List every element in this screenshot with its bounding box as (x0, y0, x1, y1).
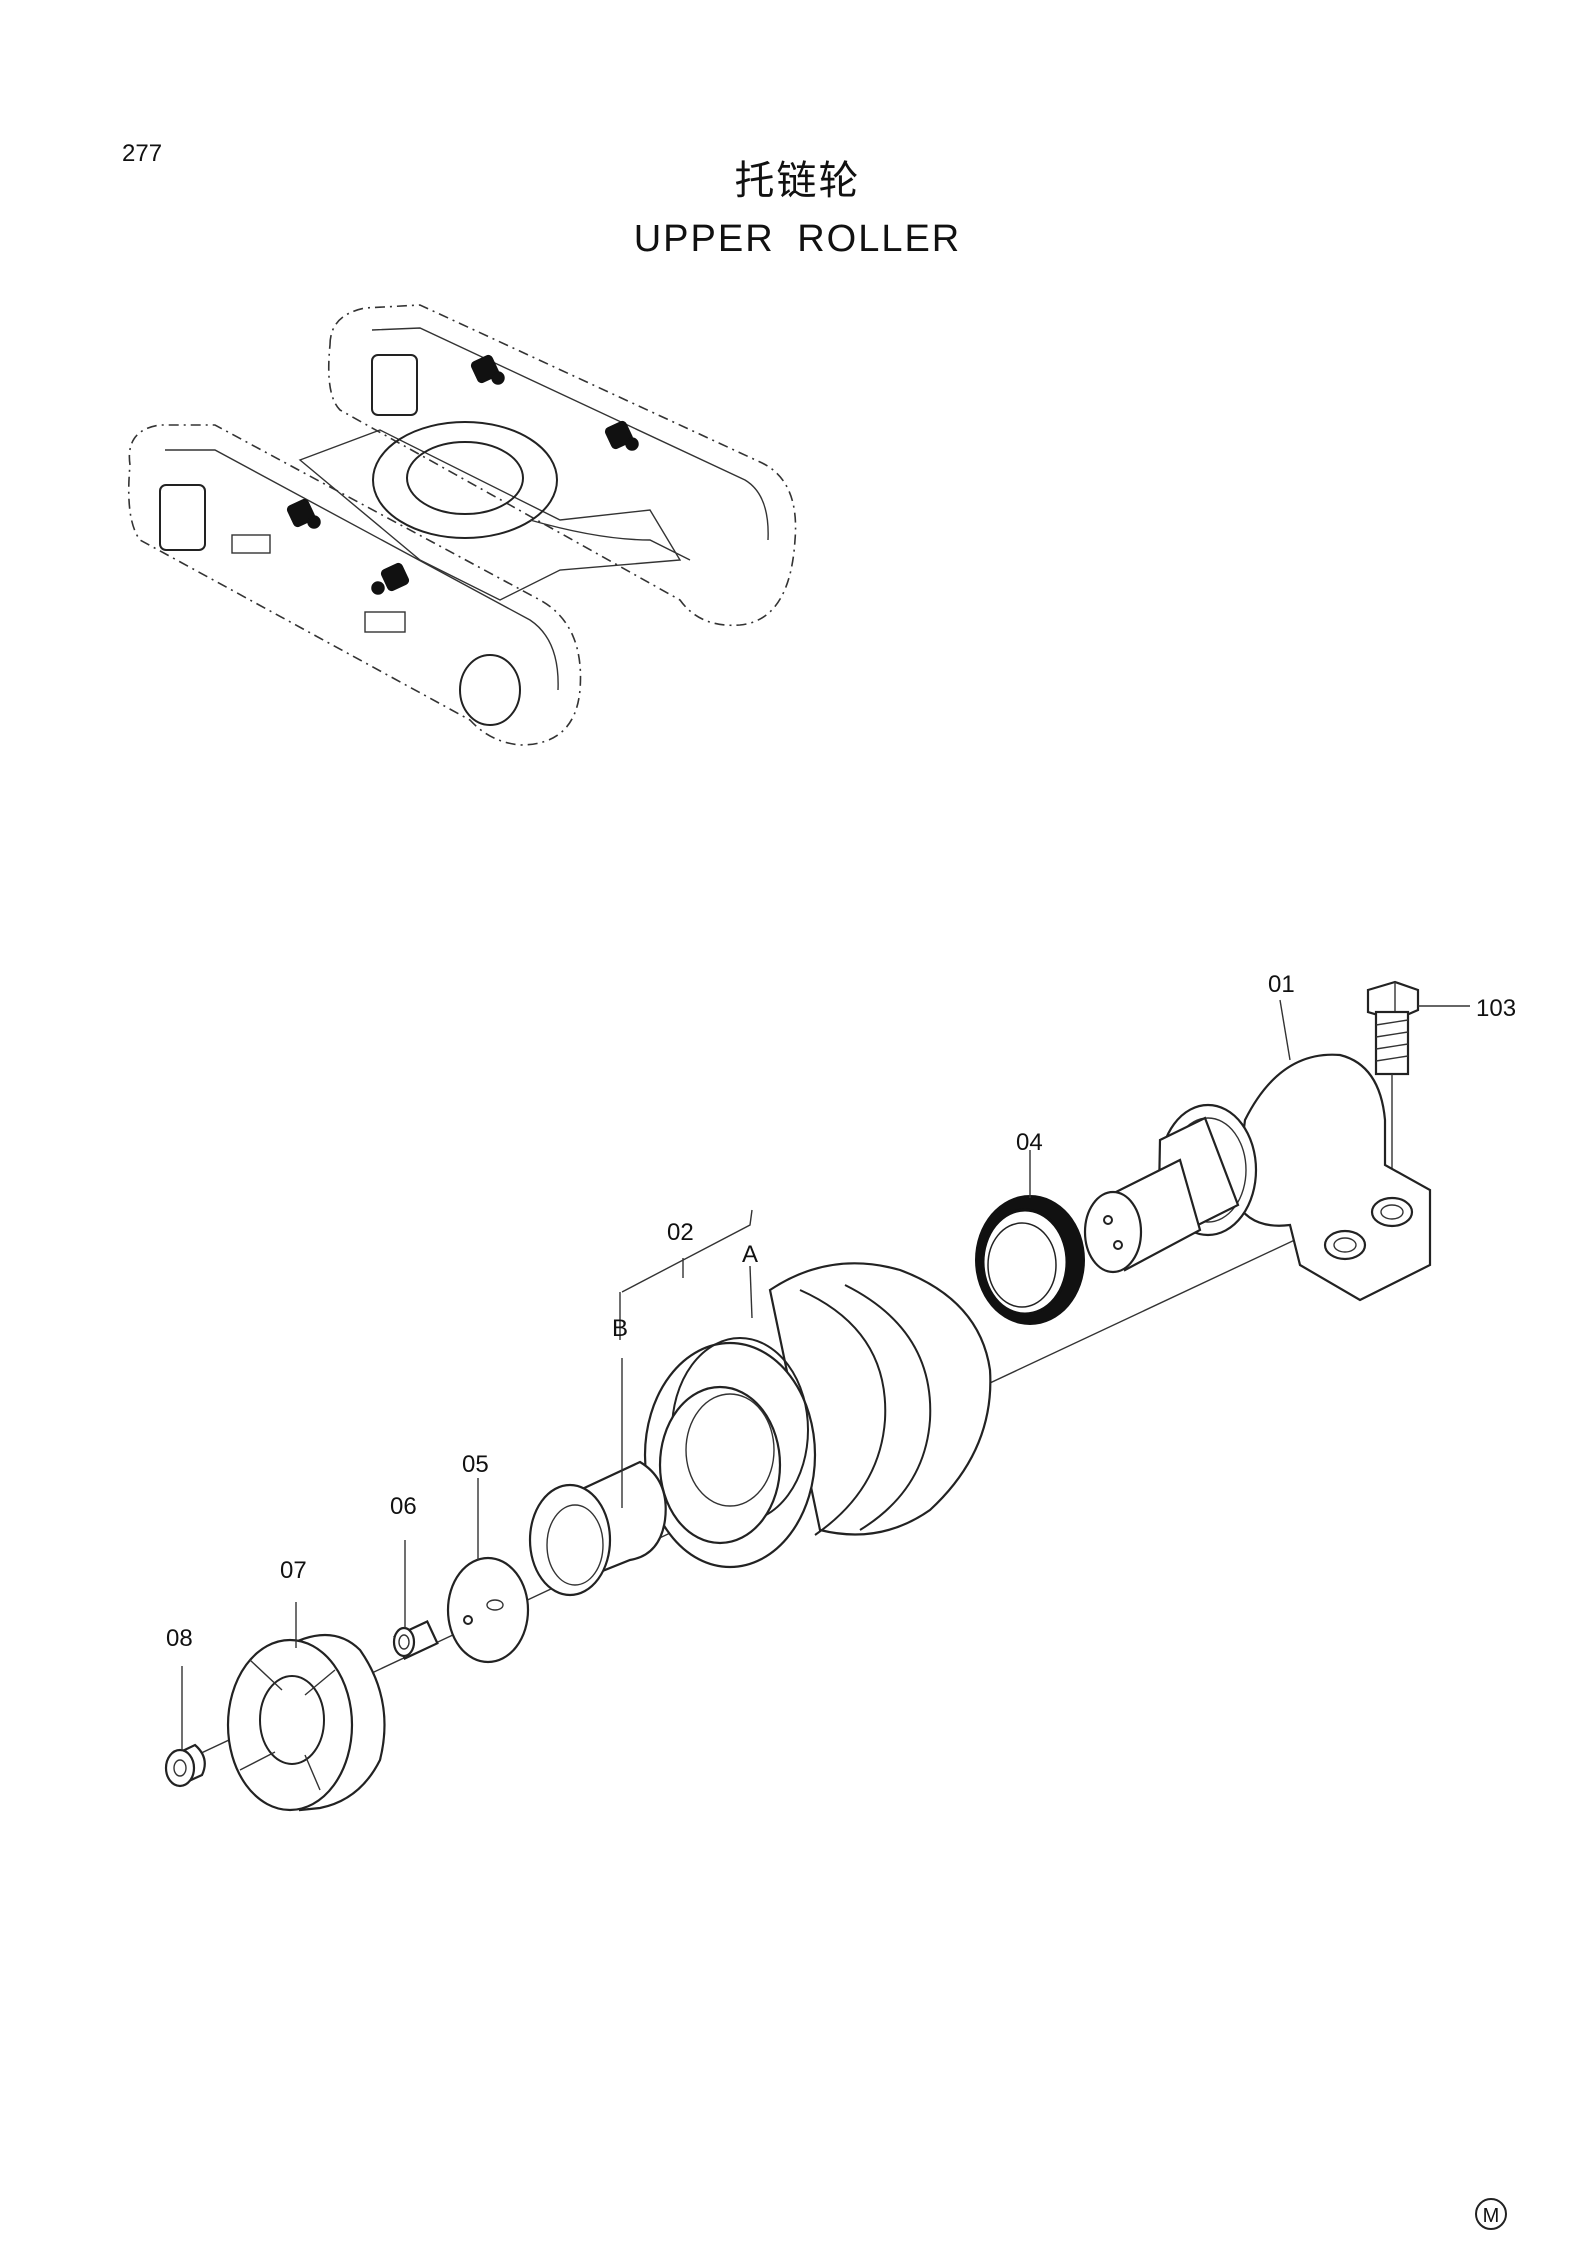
upper-roller-marker-4 (371, 562, 410, 595)
upper-roller-marker-1 (470, 354, 505, 385)
callout-B: B (612, 1315, 628, 1342)
center-frame (298, 429, 682, 601)
roller-02-A (643, 1262, 992, 1569)
cover-07 (226, 1633, 386, 1812)
callout-103: 103 (1476, 995, 1516, 1022)
swing-circle-inner (406, 441, 524, 515)
thrust-plate-05 (446, 1556, 530, 1664)
bracket-shaft-01 (1083, 1053, 1432, 1302)
upper-roller-marker-2 (604, 420, 639, 451)
callout-05: 05 (462, 1451, 489, 1478)
title-english: UPPER ROLLER (633, 218, 962, 260)
swing-circle-outer (372, 421, 558, 539)
upper-roller-marker-3 (286, 498, 321, 529)
track-frame-rear (327, 304, 797, 627)
plug-08 (164, 1743, 206, 1788)
callout-07: 07 (280, 1557, 307, 1584)
roller-block-rear-left (371, 354, 418, 416)
track-frame-front (127, 424, 582, 746)
callout-06: 06 (390, 1493, 417, 1520)
bolt-06 (392, 1620, 439, 1660)
front-idler (459, 654, 521, 726)
title-chinese: 托链轮 (734, 158, 861, 204)
callout-01: 01 (1268, 971, 1295, 998)
callout-04: 04 (1016, 1129, 1043, 1156)
manufacturer-mark: M (1475, 2198, 1507, 2230)
callout-08: 08 (166, 1625, 193, 1652)
undercarriage-overview (127, 304, 797, 746)
callout-02: 02 (667, 1219, 694, 1246)
roller-block-front-left (159, 484, 206, 551)
floating-seal-04 (975, 1195, 1085, 1325)
callout-A: A (742, 1241, 758, 1268)
bolt-103 (1366, 980, 1420, 1190)
page-number: 277 (122, 140, 163, 167)
title-block: 托链轮 UPPER ROLLER (0, 148, 1595, 261)
bushing-B (528, 1460, 667, 1597)
